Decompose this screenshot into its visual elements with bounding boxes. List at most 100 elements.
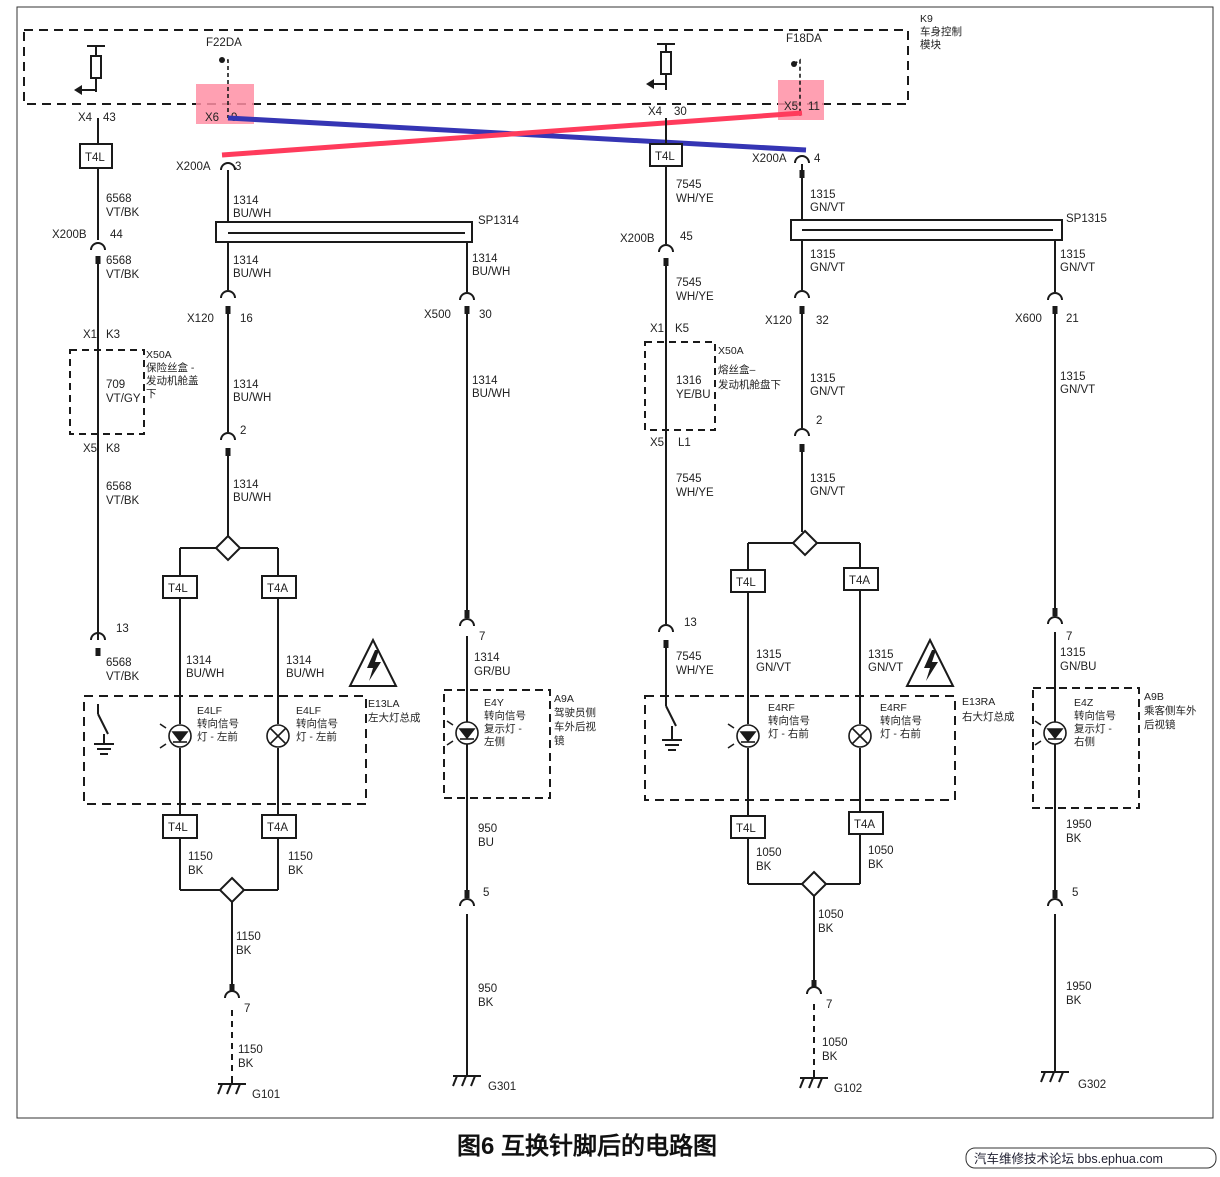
watermark-box xyxy=(965,1147,1217,1169)
pin5-c: 5 xyxy=(483,887,489,899)
t4l-label-d-top: T4L xyxy=(655,151,675,163)
bu: BU xyxy=(478,837,494,849)
label-x4-pin43: 43 xyxy=(103,112,116,124)
socket-a-pin13 xyxy=(90,632,106,641)
pin2-b: 2 xyxy=(240,425,246,437)
w1315-e6: 1315 xyxy=(868,649,894,661)
bulb-icon-rf xyxy=(848,724,872,748)
w1314-c3: 1314 xyxy=(474,652,500,664)
k5-d: K5 xyxy=(675,323,689,335)
gnvt-f1: GN/VT xyxy=(1060,262,1095,274)
gnvt-e2: GN/VT xyxy=(810,262,845,274)
socket-f-pin5 xyxy=(1047,898,1063,907)
vtbk-a4: VT/BK xyxy=(106,671,140,683)
w1150-3: 1150 xyxy=(236,931,261,943)
k8-a: K8 xyxy=(106,443,120,455)
t4a-box-e1 xyxy=(843,567,879,591)
x50a-left: X50A xyxy=(146,349,172,361)
label-f18da: F18DA xyxy=(786,33,822,45)
l1-d: L1 xyxy=(678,437,691,449)
label-x4-right: X4 xyxy=(648,106,663,118)
g301: G301 xyxy=(488,1081,516,1093)
yebu: YE/BU xyxy=(676,389,711,401)
bolt-icon-right xyxy=(924,650,938,681)
w1050-2: 1050 xyxy=(868,845,894,857)
bcm-module-box xyxy=(23,29,909,105)
rep-lamp-y: 复示灯 - xyxy=(484,722,522,735)
rh-assy: 右大灯总成 xyxy=(962,710,1015,723)
lh-assy: 左大灯总成 xyxy=(368,711,421,724)
label-x4-left: X4 xyxy=(78,112,93,124)
column-b-wires xyxy=(227,172,468,618)
socket-x600 xyxy=(1047,292,1063,301)
vtbk-a2: VT/BK xyxy=(106,269,140,281)
fuse-left-3: 下 xyxy=(146,388,157,400)
x200a-pin4: 4 xyxy=(814,153,821,165)
pin32: 32 xyxy=(816,315,829,327)
buwh-b1: BU/WH xyxy=(233,208,271,220)
w1314-b1: 1314 xyxy=(233,195,259,207)
t4a-box-b2 xyxy=(261,814,297,839)
bk-c: BK xyxy=(478,997,494,1009)
e4y: E4Y xyxy=(484,697,504,709)
f22da-node xyxy=(219,57,225,63)
pin13-a: 13 xyxy=(116,623,129,635)
swapped-wire-red xyxy=(221,110,803,158)
pin7-f: 7 xyxy=(1066,631,1072,643)
x200b-d: X200B xyxy=(620,233,655,245)
e4lf-1: E4LF xyxy=(197,705,222,717)
a9a: A9A xyxy=(554,693,574,705)
gnvt-f2: GN/VT xyxy=(1060,384,1095,396)
grbu: GR/BU xyxy=(474,666,510,678)
e13la: E13LA xyxy=(368,698,400,710)
bcm-left-driver xyxy=(80,45,105,92)
led-lamp-icon-y xyxy=(446,720,479,746)
label-x5-pin: 11 xyxy=(808,101,820,113)
turn-lamp-1: 转向信号 xyxy=(197,717,239,730)
w1314-b6: 1314 xyxy=(286,655,312,667)
w1314-b2: 1314 xyxy=(233,255,259,267)
pin5-f: 5 xyxy=(1072,887,1078,899)
turn-lamp-3: 转向信号 xyxy=(768,714,810,727)
side-r: 右侧 xyxy=(1074,735,1095,748)
pin30-c: 30 xyxy=(479,309,492,321)
junction-diamond-b-bottom xyxy=(218,876,246,904)
lamp-lf-2: 灯 - 左前 xyxy=(296,730,337,743)
junction-diamond-b-top xyxy=(214,534,242,562)
bk-5: BK xyxy=(756,861,772,873)
bk-8: BK xyxy=(822,1051,838,1063)
ground-icon-g101 xyxy=(217,1078,246,1095)
w1150-4: 1150 xyxy=(238,1044,263,1056)
socket-c-pin7 xyxy=(459,618,475,627)
sp1315-label: SP1315 xyxy=(1066,213,1107,225)
turn-lamp-y: 转向信号 xyxy=(484,709,526,722)
bolt-icon-left xyxy=(367,650,381,681)
gnvt-e6: GN/VT xyxy=(868,662,903,674)
w7545-1: 7545 xyxy=(676,179,702,191)
w1315-e5: 1315 xyxy=(756,649,782,661)
bcm-right-arrow xyxy=(646,79,654,89)
w950-1: 950 xyxy=(478,823,497,835)
fuse-right-1: 熔丝盒– xyxy=(718,363,755,376)
mirror-assy-passenger xyxy=(1032,687,1140,809)
x600: X600 xyxy=(1015,313,1042,325)
gnvt-e5: GN/VT xyxy=(756,662,791,674)
ground-icon-g302 xyxy=(1040,1071,1069,1083)
switch-ground-d xyxy=(662,705,682,751)
figure-caption: 图6 互换针脚后的电路图 xyxy=(457,1132,717,1160)
w1150-2: 1150 xyxy=(288,851,313,863)
led-lamp-icon-rf xyxy=(727,723,760,749)
g302: G302 xyxy=(1078,1079,1106,1091)
t4a-box-b1 xyxy=(261,575,297,599)
side-l: 左侧 xyxy=(484,735,505,748)
t4l-label-e2: T4L xyxy=(736,823,756,835)
bcm-code: K9 xyxy=(920,13,933,25)
e4rf-1: E4RF xyxy=(768,702,795,714)
x200b-pin44: 44 xyxy=(110,229,123,241)
w1150-1: 1150 xyxy=(188,851,213,863)
x50a-right: X50A xyxy=(718,345,744,357)
x200a-pin3: 3 xyxy=(235,161,241,173)
w6568-a3: 6568 xyxy=(106,481,132,493)
